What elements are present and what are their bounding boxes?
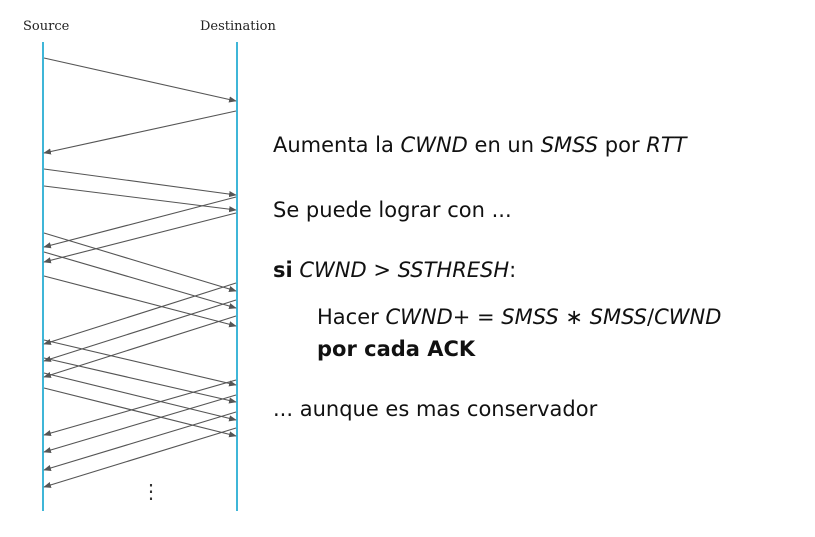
ack-arrow	[43, 282, 237, 345]
conservative-text: ... aunque es mas conservador	[273, 397, 598, 421]
ack-arrow	[43, 315, 237, 378]
ack-arrow	[43, 212, 237, 264]
cwnd-increase-text: Aumenta la CWND en un SMSS por RTT	[273, 133, 687, 157]
method-text: Se puede lograr con ...	[273, 198, 512, 222]
segment-arrow	[43, 57, 237, 103]
source-label: Source	[23, 19, 70, 34]
per-ack-text: por cada ACK	[317, 337, 476, 361]
ack-arrow	[43, 427, 237, 488]
condition-text: si CWND > SSTHRESH:	[273, 258, 517, 282]
segment-arrow	[43, 232, 237, 292]
ack-arrow	[43, 394, 237, 453]
segment-arrow	[43, 251, 237, 310]
ack-arrow	[43, 299, 237, 362]
ack-arrow	[43, 196, 237, 249]
segment-arrow	[43, 275, 237, 328]
segment-arrow	[43, 387, 237, 438]
formula-text: Hacer CWND+ = SMSS ∗ SMSS/CWND	[317, 305, 722, 329]
continuation-dots: ⋮	[141, 481, 161, 503]
segment-arrow	[43, 357, 237, 404]
segment-arrow	[43, 168, 237, 198]
segment-arrow	[43, 339, 237, 387]
ack-arrow	[43, 411, 237, 471]
ack-arrow	[43, 110, 237, 155]
destination-label: Destination	[200, 19, 276, 34]
segment-arrows	[43, 57, 237, 488]
segment-arrow	[43, 372, 237, 422]
ack-arrow	[43, 379, 237, 437]
segment-arrow	[43, 185, 237, 213]
